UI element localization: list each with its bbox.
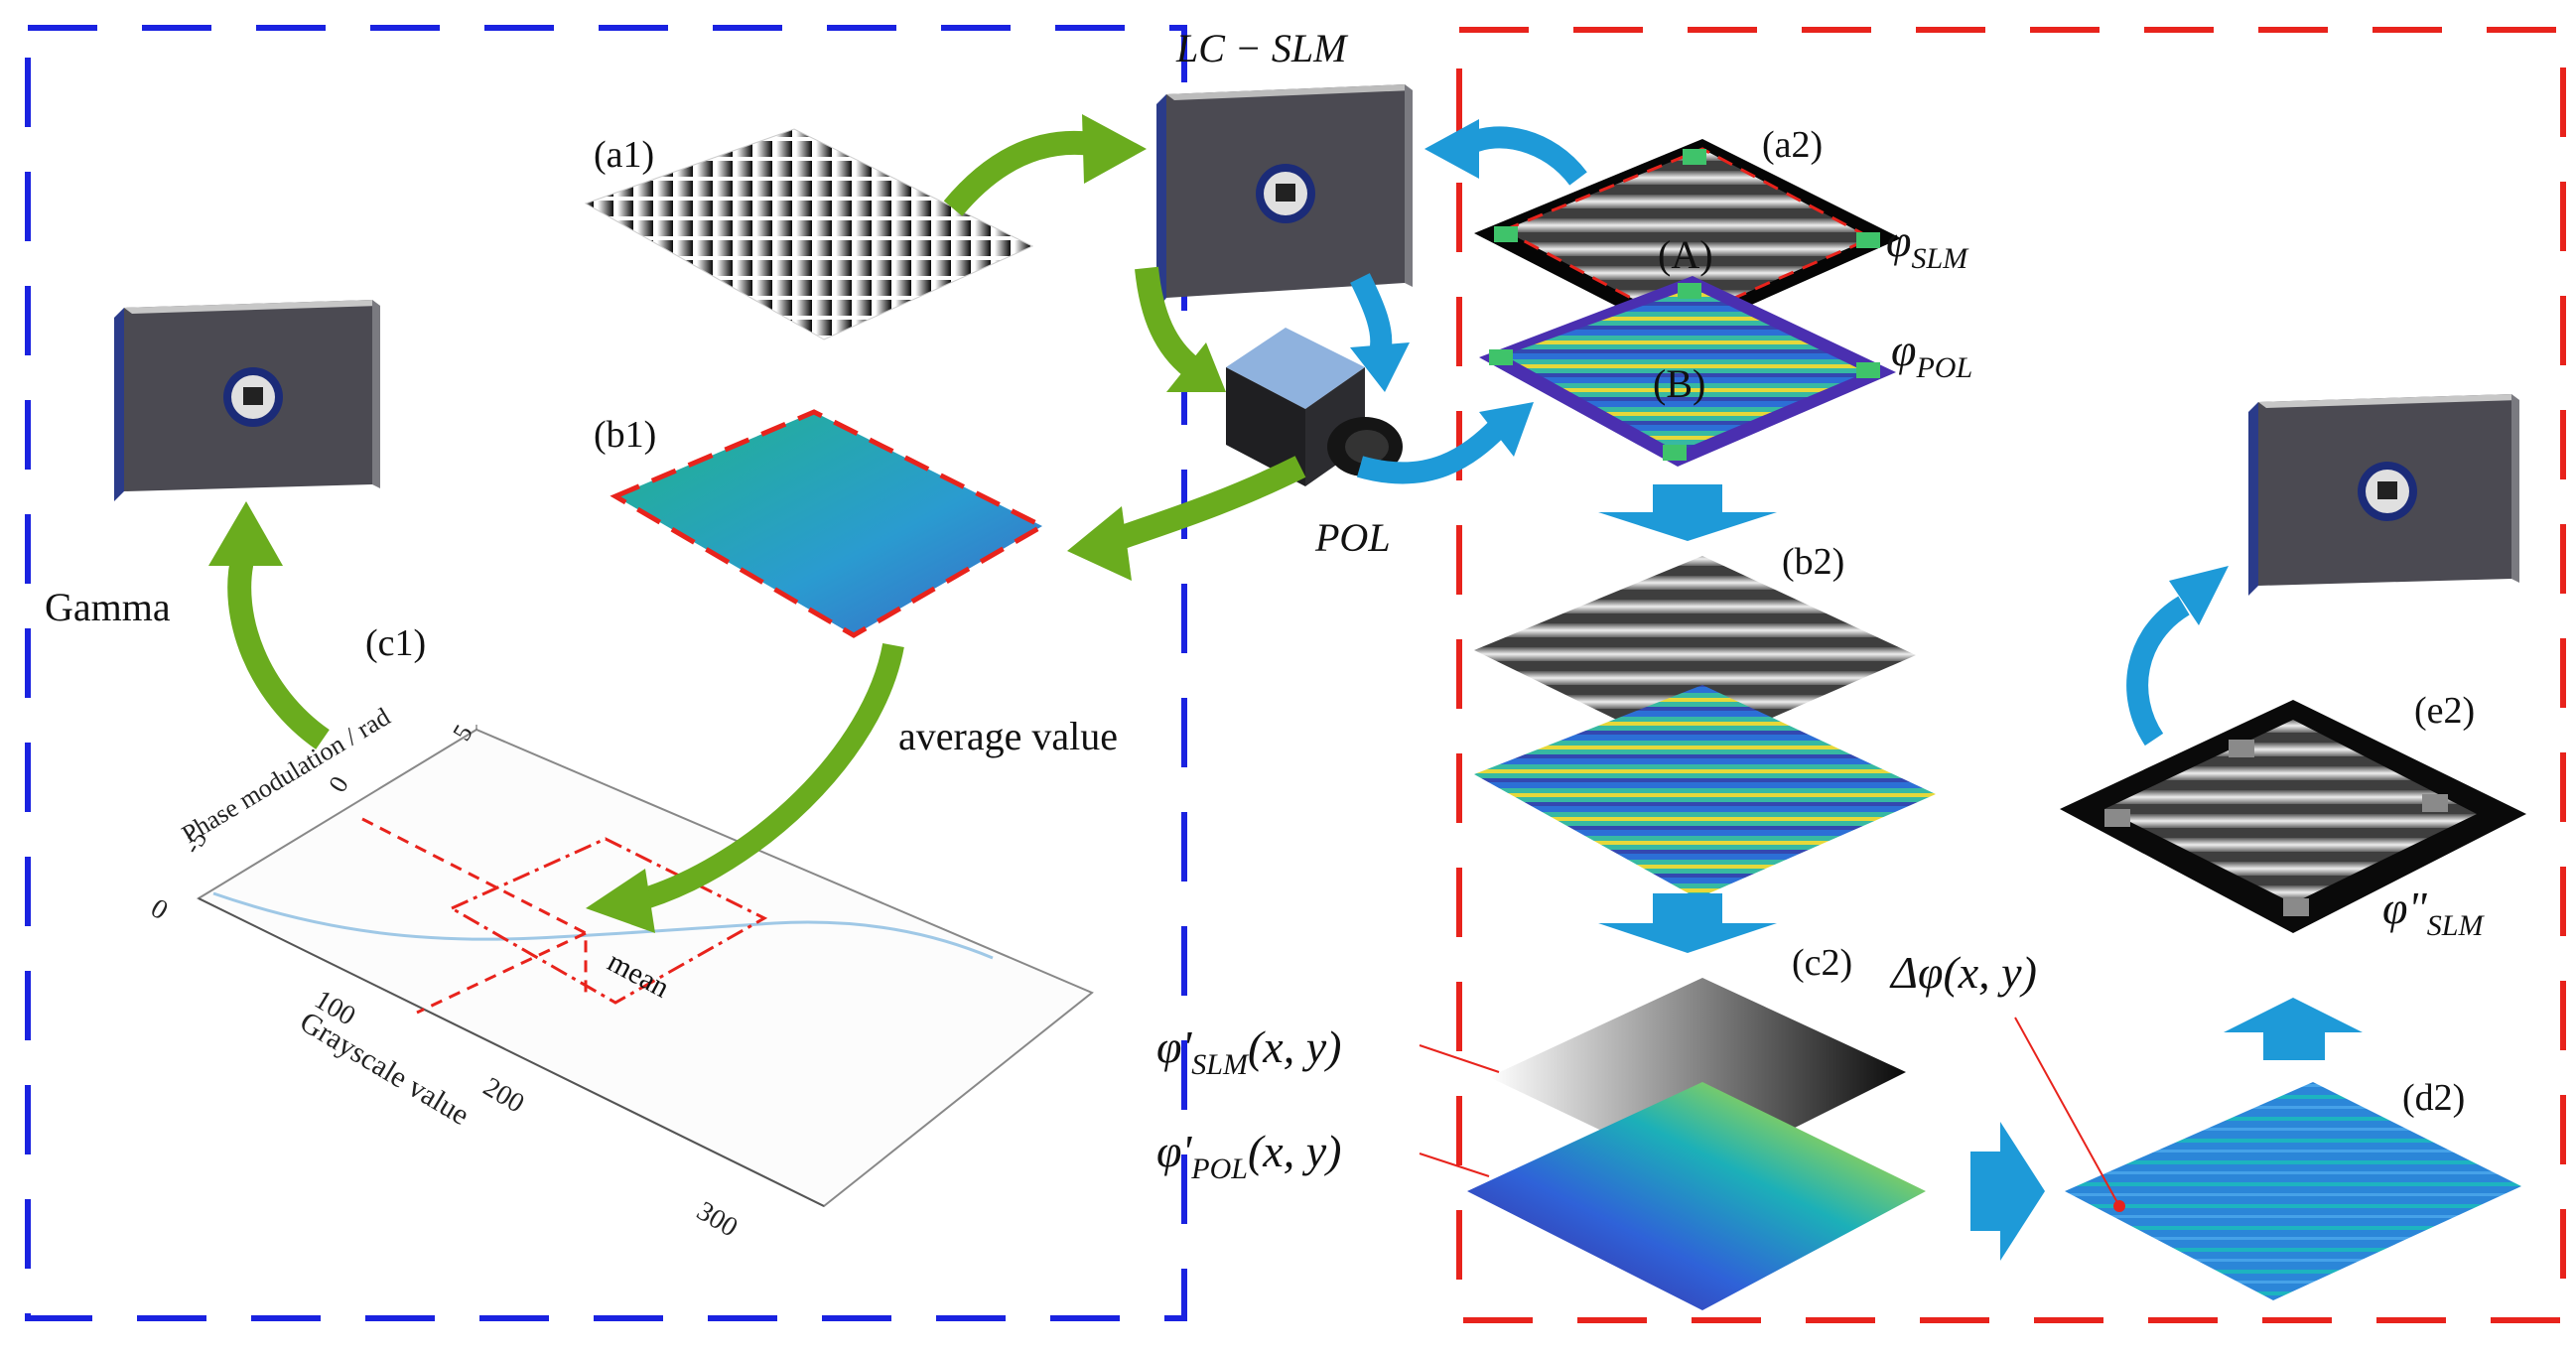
corner-marker bbox=[1856, 362, 1880, 378]
gamma-curve bbox=[212, 891, 994, 960]
green-arrow-plot-to-slm bbox=[208, 501, 331, 749]
x-tick-200: 200 bbox=[477, 1071, 529, 1119]
leader-phi-slm bbox=[1419, 1044, 1500, 1073]
green-arrow-b1-to-mean bbox=[586, 642, 904, 933]
blue-arrow-a2-to-b2 bbox=[1598, 484, 1777, 541]
phi-dprime-slm-label: φ"SLM bbox=[2382, 882, 2485, 942]
d2-panel bbox=[2014, 1017, 2521, 1300]
e2-panel bbox=[2060, 700, 2526, 933]
x-tick-0: 0 bbox=[145, 892, 173, 926]
blue-arrow-e2-to-slm bbox=[2126, 566, 2229, 746]
corner-marker bbox=[1683, 149, 1706, 165]
a2-panel-B bbox=[1479, 276, 1896, 467]
c2-panels bbox=[1467, 978, 1926, 1310]
phi-pol-label: φPOL bbox=[1891, 325, 1972, 384]
corner-marker bbox=[1856, 232, 1880, 248]
right-red-frame bbox=[1456, 27, 2566, 1323]
blue-arrow-c2-to-d2 bbox=[1970, 1122, 2045, 1261]
phi-slm-label: φSLM bbox=[1886, 215, 1969, 275]
phi-prime-pol-label: φ'POL(x, y) bbox=[1156, 1126, 1341, 1185]
a1-grayscale-grid bbox=[584, 128, 1034, 340]
blue-arrow-b2-to-c2 bbox=[1598, 893, 1777, 953]
c1-gamma-plot: mean Grayscale value Phase modulation / … bbox=[145, 702, 1094, 1244]
phi-prime-slm-label: φ'SLM(x, y) bbox=[1156, 1021, 1341, 1081]
blue-arrow-d2-to-e2 bbox=[2224, 998, 2363, 1060]
green-arrow-slm-to-camera bbox=[1135, 266, 1226, 392]
slm-device-right bbox=[2248, 394, 2519, 596]
slm-device-top bbox=[1156, 84, 1413, 311]
label-b1: (b1) bbox=[594, 414, 656, 456]
corner-marker bbox=[1663, 445, 1687, 461]
label-pol: POL bbox=[1314, 515, 1391, 560]
delta-phi-label: Δφ(x, y) bbox=[1889, 947, 2037, 998]
x-tick-300: 300 bbox=[691, 1195, 743, 1243]
plot-xlabel: Grayscale value bbox=[294, 1006, 475, 1132]
label-B: (B) bbox=[1653, 361, 1705, 406]
left-blue-frame bbox=[25, 25, 1187, 1321]
corner-marker bbox=[1678, 283, 1701, 299]
label-a1: (a1) bbox=[594, 134, 654, 176]
label-a2: (a2) bbox=[1762, 124, 1823, 166]
blue-arrow-camera-to-a2 bbox=[1356, 402, 1534, 484]
label-b2: (b2) bbox=[1782, 541, 1844, 583]
green-arrow-camera-to-b1 bbox=[1067, 456, 1306, 581]
label-A: (A) bbox=[1658, 232, 1713, 277]
label-gamma: Gamma bbox=[45, 585, 171, 629]
y-tick-0: 0 bbox=[323, 771, 354, 797]
corner-marker bbox=[1489, 349, 1513, 365]
green-arrow-a1-to-slm bbox=[943, 114, 1147, 216]
b2-panels bbox=[1474, 556, 1936, 898]
leader-phi-pol bbox=[1419, 1153, 1490, 1177]
blue-arrow-a2-to-slm bbox=[1424, 119, 1587, 186]
b1-phase-panel bbox=[610, 409, 1048, 638]
slm-device-left bbox=[114, 300, 380, 501]
blue-arrow-slm-to-camera bbox=[1350, 273, 1410, 392]
mean-box bbox=[448, 837, 768, 1005]
label-average-value: average value bbox=[898, 714, 1118, 758]
a2-panel-A bbox=[1474, 139, 1901, 338]
label-d2: (d2) bbox=[2402, 1077, 2465, 1119]
label-c1: (c1) bbox=[365, 622, 426, 664]
corner-marker bbox=[1494, 226, 1518, 242]
label-lc-slm: LC − SLM bbox=[1175, 26, 1349, 70]
label-c2: (c2) bbox=[1792, 942, 1852, 984]
label-e2: (e2) bbox=[2414, 690, 2475, 732]
